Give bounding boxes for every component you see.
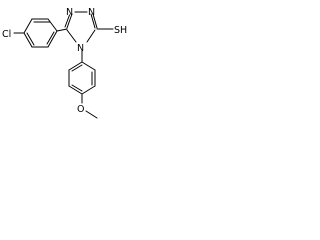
bond (71, 84, 83, 92)
bond (26, 32, 35, 46)
bond (92, 13, 98, 29)
bond (47, 30, 58, 48)
bond (81, 61, 96, 71)
chemical-structure-diagram: N N N SH Cl O (2, 7, 127, 119)
bond (71, 64, 83, 72)
atom-cl: Cl (2, 29, 11, 40)
bond (68, 85, 83, 95)
bond (47, 18, 58, 32)
bond-methyl (85, 110, 98, 119)
atom-n-top-left: N (66, 7, 73, 18)
bond (23, 32, 33, 48)
bond (90, 13, 96, 29)
triazole-ring (64, 11, 98, 43)
atom-o: O (77, 104, 84, 115)
bond (66, 13, 73, 29)
bond (81, 85, 96, 95)
chlorophenyl-ring (23, 18, 58, 48)
bond-to-chlorophenyl (56, 28, 68, 32)
methoxyphenyl-ring (68, 61, 96, 95)
bond (68, 61, 83, 71)
atom-n-top-right: N (88, 7, 95, 18)
bond (66, 29, 77, 43)
bond (86, 29, 96, 43)
atom-sh: SH (114, 25, 127, 36)
bond (23, 18, 33, 34)
bond (64, 14, 70, 28)
bond (46, 31, 55, 45)
atom-n-ring: N (77, 43, 84, 54)
